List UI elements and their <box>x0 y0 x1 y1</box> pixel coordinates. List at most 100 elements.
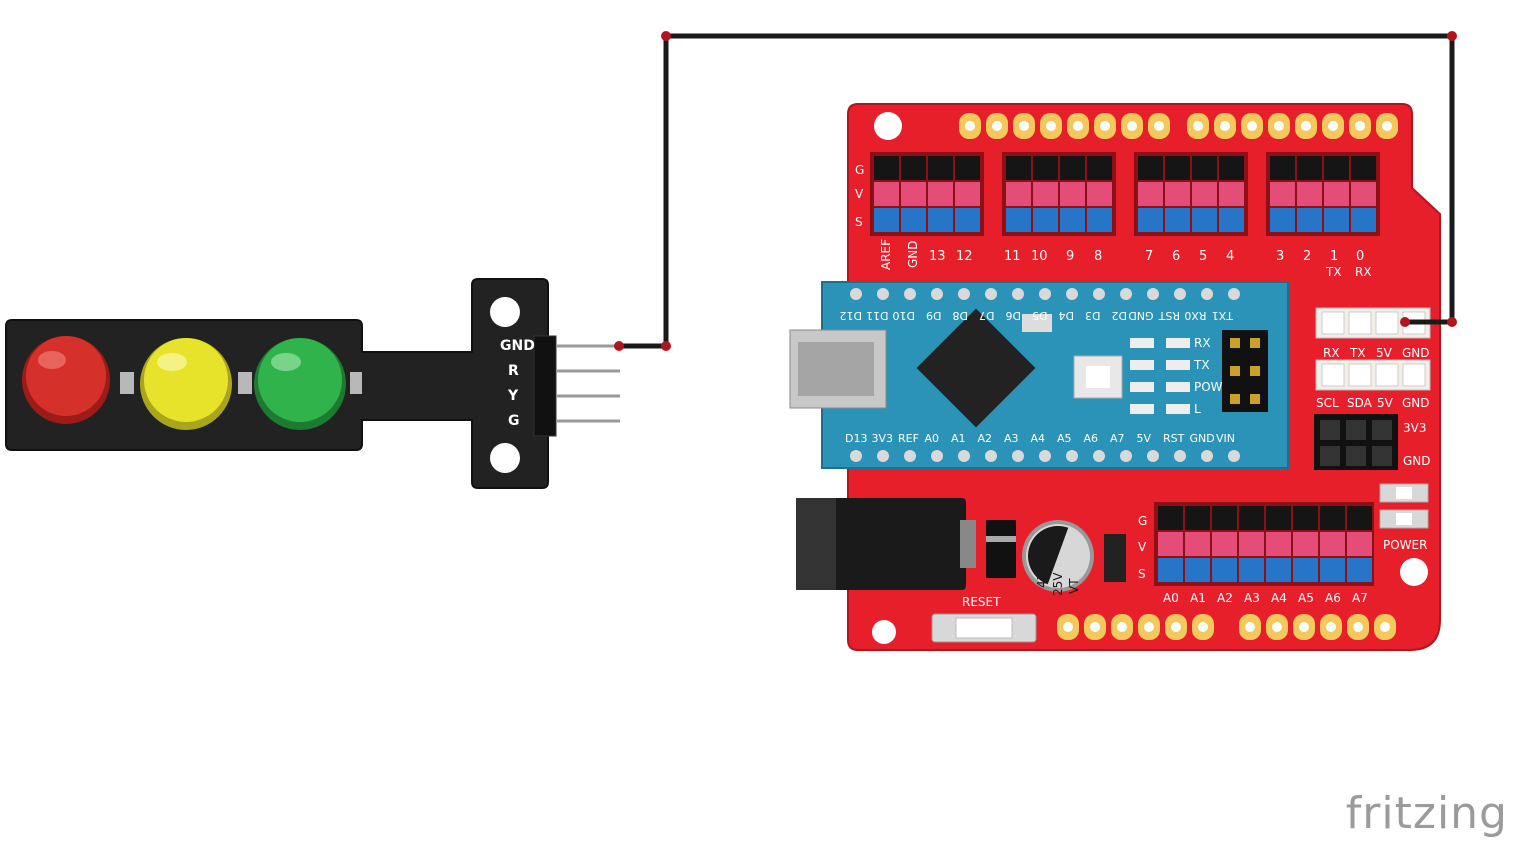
diode-band <box>986 536 1016 542</box>
pin-black <box>1239 506 1264 530</box>
pin-black <box>1158 506 1183 530</box>
analog-label: A4 <box>1271 591 1287 605</box>
pin-blue <box>928 208 953 232</box>
rail-label-3v3: 3V3 <box>1403 421 1426 435</box>
pin-blue <box>1185 558 1210 582</box>
digital-labels: AREF GND 13 12 11 10 9 8 7 6 5 4 3 2 1 0… <box>879 239 1372 279</box>
label-tx: TX <box>1325 265 1342 279</box>
pin-pink <box>1060 182 1085 206</box>
uart-label-tx: TX <box>1349 346 1366 360</box>
jumper-wire[interactable] <box>614 31 1457 351</box>
pin-black <box>1219 156 1244 180</box>
header-pad <box>1067 113 1089 139</box>
nano-top-label: D3 <box>1085 309 1100 322</box>
header-pad <box>1111 614 1133 640</box>
pin-blue <box>1297 208 1322 232</box>
uart-label-5v: 5V <box>1376 346 1393 360</box>
i2c-label-scl: SCL <box>1316 396 1339 410</box>
header-pad <box>1241 113 1263 139</box>
header-pad <box>1347 614 1369 640</box>
pin-pink <box>1185 532 1210 556</box>
analog-label: A1 <box>1190 591 1206 605</box>
nano-top-label: D12 <box>840 309 862 322</box>
nano-bottom-label: 3V3 <box>872 432 894 445</box>
nano-top-label: D10 <box>893 309 915 322</box>
pin-pink <box>1138 182 1163 206</box>
header-pad <box>1293 614 1315 640</box>
pin-blue <box>1087 208 1112 232</box>
nano-pin-bottom <box>1093 450 1105 462</box>
nano-led-tx: TX <box>1193 358 1210 372</box>
smd-part <box>1104 534 1126 582</box>
header-pad <box>1349 113 1371 139</box>
pin-pink <box>955 182 980 206</box>
pin-pink <box>1347 532 1372 556</box>
gvs-block <box>1266 152 1380 236</box>
nano-bottom-label: D13 <box>845 432 867 445</box>
header-pad <box>1094 113 1116 139</box>
mount-hole-top <box>490 297 520 327</box>
led-green <box>254 338 346 430</box>
header-pad <box>1084 614 1106 640</box>
led-red <box>22 336 110 424</box>
nano-pin-bottom <box>850 450 862 462</box>
header-pad <box>1165 614 1187 640</box>
nano-bottom-label: RST <box>1163 432 1185 445</box>
pin-blue <box>1060 208 1085 232</box>
analog-label: A3 <box>1244 591 1260 605</box>
nano-bottom-label: A1 <box>951 432 966 445</box>
gvs-block <box>870 152 984 236</box>
label-rx: RX <box>1355 265 1372 279</box>
nano-top-label: GND <box>1128 309 1153 322</box>
nano-top-label: D8 <box>953 309 968 322</box>
fritzing-logo: fritzing <box>1345 788 1508 839</box>
pin-pink <box>928 182 953 206</box>
top-header-pads <box>959 113 1398 139</box>
side-label-g: G <box>855 163 864 177</box>
analog-label: A2 <box>1217 591 1233 605</box>
pin-pink <box>1006 182 1031 206</box>
nano-bottom-label: GND <box>1190 432 1215 445</box>
label-7: 7 <box>1145 249 1153 264</box>
pin-label-g: G <box>508 413 520 429</box>
label-5: 5 <box>1199 249 1207 264</box>
mount-hole-bottom <box>490 443 520 473</box>
pin-black <box>1165 156 1190 180</box>
pin-black <box>1347 506 1372 530</box>
label-4: 4 <box>1226 249 1234 264</box>
traffic-light-module[interactable]: GND R Y G <box>5 278 620 489</box>
cap-text-2: 25V <box>1051 572 1065 596</box>
nano-pin-top <box>931 288 943 300</box>
pin-pink <box>1165 182 1190 206</box>
nano-pin-top <box>1147 288 1159 300</box>
analog-side-s: S <box>1138 567 1146 581</box>
power-led <box>1379 483 1429 529</box>
pin-black <box>1320 506 1345 530</box>
nano-top-label: D2 <box>1112 309 1127 322</box>
analog-label: A7 <box>1352 591 1368 605</box>
header-pad <box>1268 113 1290 139</box>
pin-black <box>1138 156 1163 180</box>
label-0: 0 <box>1356 249 1364 264</box>
nano-pin-bottom <box>1012 450 1024 462</box>
led-yellow <box>140 338 232 430</box>
pin-blue <box>1324 208 1349 232</box>
pin-label-y: Y <box>507 388 519 404</box>
wire-bend-4 <box>1447 317 1457 327</box>
pin-blue <box>901 208 926 232</box>
analog-label: A6 <box>1325 591 1341 605</box>
pin-blue <box>1239 558 1264 582</box>
nano-pin-top <box>1174 288 1186 300</box>
pin-pink <box>874 182 899 206</box>
reset-button[interactable] <box>931 613 1037 643</box>
nano-pin-top <box>904 288 916 300</box>
analog-label: A5 <box>1298 591 1314 605</box>
dc-jack <box>796 498 976 590</box>
pin-black <box>1006 156 1031 180</box>
power-rail-headers <box>1314 414 1398 470</box>
pin-pink <box>1351 182 1376 206</box>
nano-bottom-label: A2 <box>978 432 993 445</box>
pin-blue <box>1320 558 1345 582</box>
